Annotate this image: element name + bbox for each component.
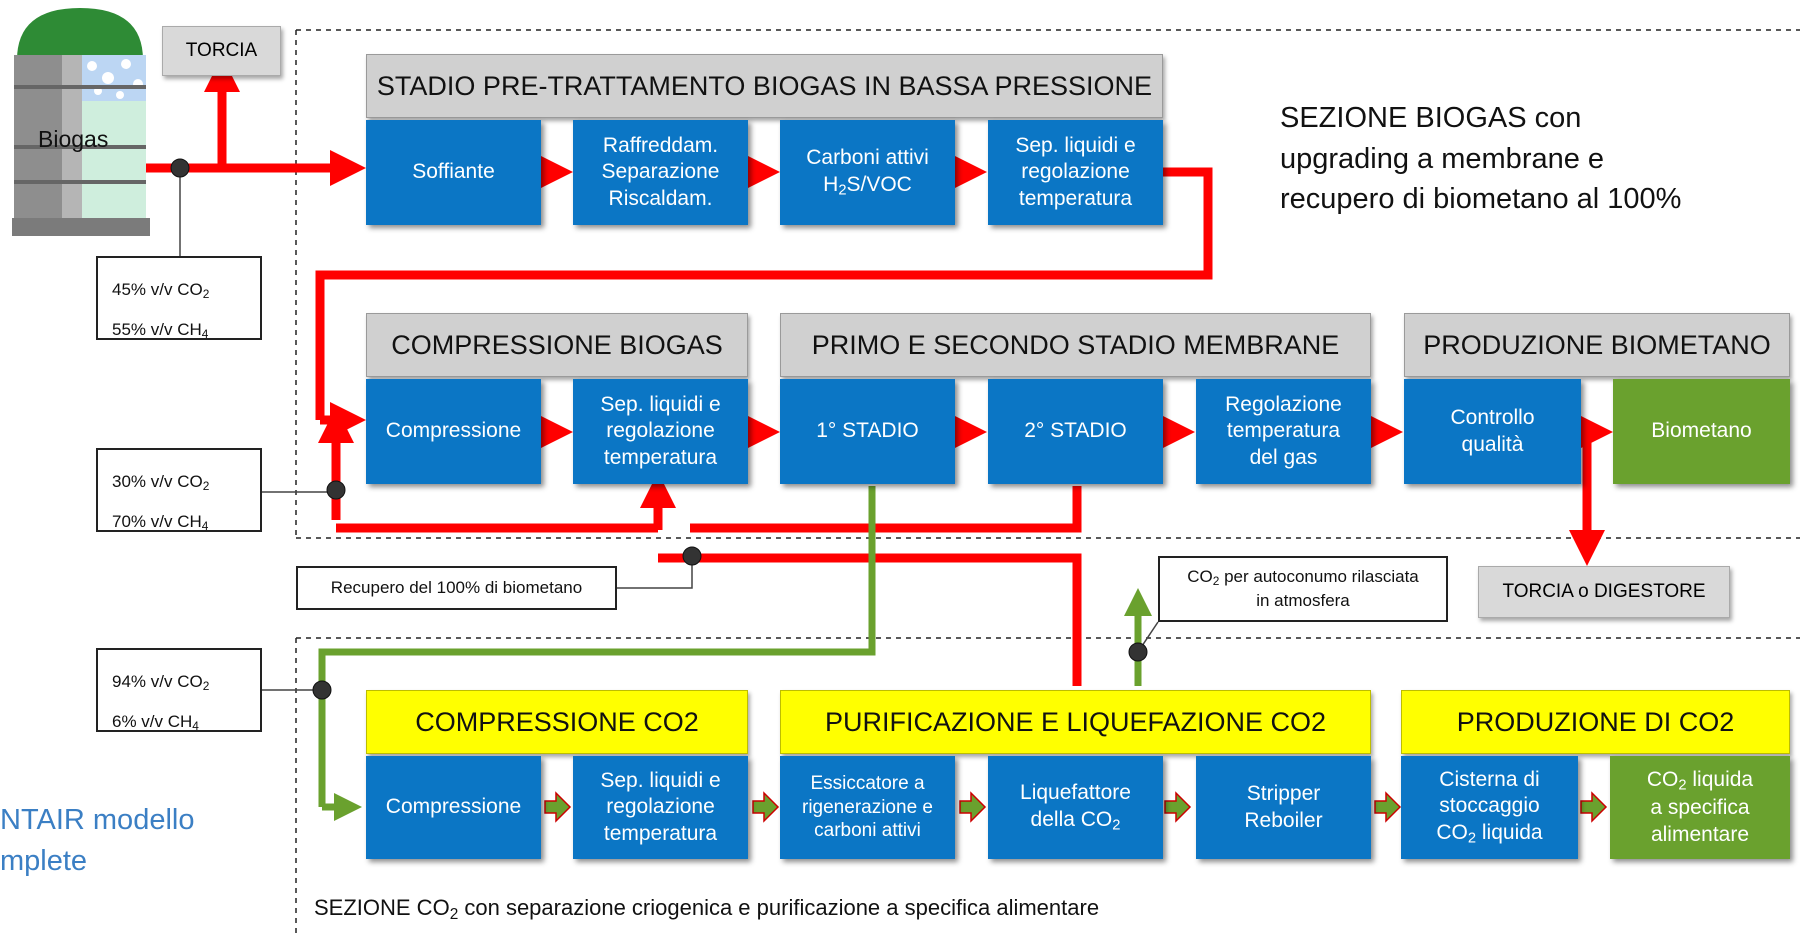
composition-line-ch4: 70% v/v CH xyxy=(112,511,202,531)
composition-note-raw-biogas: 45% v/v CO2 55% v/v CH4 xyxy=(96,256,262,341)
header-compressione-biogas: COMPRESSIONE BIOGAS xyxy=(366,313,748,377)
composition-line-co2: 30% v/v CO xyxy=(112,472,203,491)
block-sep-liquidi-1: Sep. liquidi e regolazione temperatura xyxy=(988,120,1163,225)
block-compressione-co2: Compressione xyxy=(366,756,541,859)
torcia-box: TORCIA xyxy=(162,26,281,76)
block-soffiante: Soffiante xyxy=(366,120,541,225)
header-purificazione: PURIFICAZIONE E LIQUEFAZIONE CO2 xyxy=(780,690,1371,754)
red-step-arrows xyxy=(537,154,1613,450)
composition-note-recycle: 30% v/v CO2 70% v/v CH4 xyxy=(96,448,262,533)
block-compressione-biogas: Compressione xyxy=(366,379,541,484)
block-liquefattore: Liquefattore della CO2 xyxy=(988,756,1163,859)
block-co2-liquida: CO2 liquida a specifica alimentare xyxy=(1610,756,1790,859)
co2-release-text: CO xyxy=(1187,567,1213,587)
recupero-biometano-note: Recupero del 100% di biometano xyxy=(296,566,617,610)
header-produzione-co2: PRODUZIONE DI CO2 xyxy=(1401,690,1790,754)
header-produzione-biometano: PRODUZIONE BIOMETANO xyxy=(1404,313,1790,377)
block-carboni-attivi: Carboni attivi H2S/VOC xyxy=(780,120,955,225)
composition-note-offgas: 94% v/v CO2 6% v/v CH4 xyxy=(96,648,262,733)
block-primo-stadio: 1° STADIO xyxy=(780,379,955,484)
torcia-label: TORCIA xyxy=(185,40,258,61)
block-essiccatore: Essiccatore a rigenerazione e carboni at… xyxy=(780,756,955,859)
biogas-flow-lines xyxy=(146,56,1605,686)
block-stripper-reboiler: Stripper Reboiler xyxy=(1196,756,1371,859)
torcia-digestore-box: TORCIA o DIGESTORE xyxy=(1478,566,1730,618)
torcia-digestore-label: TORCIA o DIGESTORE xyxy=(1502,581,1706,602)
block-raffreddamento: Raffreddam. Separazione Riscaldam. xyxy=(573,120,748,225)
co2-step-arrows xyxy=(544,791,1608,823)
composition-line-co2: 94% v/v CO xyxy=(112,672,203,691)
block-cisterna-stoccaggio: Cisterna di stoccaggio CO2 liquida xyxy=(1401,756,1578,859)
cropped-side-title: NTAIR modello mplete xyxy=(0,804,195,877)
biogas-section-title: SEZIONE BIOGAS con upgrading a membrane … xyxy=(1280,102,1682,216)
header-pretrattamento: STADIO PRE-TRATTAMENTO BIOGAS IN BASSA P… xyxy=(366,54,1163,118)
block-biometano: Biometano xyxy=(1613,379,1790,484)
header-compressione-co2: COMPRESSIONE CO2 xyxy=(366,690,748,754)
block-secondo-stadio: 2° STADIO xyxy=(988,379,1163,484)
composition-line-ch4: 55% v/v CH xyxy=(112,319,202,339)
section-borders xyxy=(295,29,1800,933)
biogas-tank xyxy=(12,8,150,236)
co2-release-note: CO2 per autoconumo rilasciata in atmosfe… xyxy=(1158,556,1448,622)
block-controllo-qualita: Controllo qualità xyxy=(1404,379,1581,484)
header-membrane: PRIMO E SECONDO STADIO MEMBRANE xyxy=(780,313,1371,377)
co2-section-title: SEZIONE CO2 con separazione criogenica e… xyxy=(314,895,1100,923)
block-sep-liquidi-3: Sep. liquidi e regolazione temperatura xyxy=(573,756,748,859)
block-regolazione-temperatura: Regolazione temperatura del gas xyxy=(1196,379,1371,484)
composition-line-co2: 45% v/v CO xyxy=(112,280,203,299)
sensor-dots xyxy=(170,158,1148,700)
biogas-tank-label: Biogas xyxy=(38,126,109,152)
block-sep-liquidi-2: Sep. liquidi e regolazione temperatura xyxy=(573,379,748,484)
composition-line-ch4: 6% v/v CH xyxy=(112,711,193,731)
recupero-label: Recupero del 100% di biometano xyxy=(330,578,583,597)
